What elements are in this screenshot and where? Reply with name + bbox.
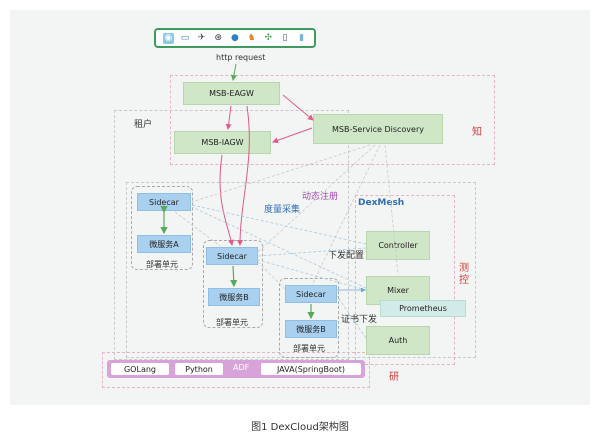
golang-chip: GOLang: [111, 363, 169, 375]
dexmesh-label: DexMesh: [358, 198, 405, 208]
drone-icon: ✈: [197, 32, 206, 43]
iagw-box: MSB-IAGW: [174, 131, 271, 154]
sidecar-a: Sidecar: [137, 193, 191, 211]
zhi-label: 知: [472, 127, 482, 138]
camera-icon: ◉: [162, 32, 174, 44]
service-b1: 微服务B: [208, 288, 260, 306]
globe-icon: ●: [231, 32, 239, 43]
service-b2: 微服务B: [285, 320, 337, 338]
deploy-unit-a-caption: 部署单元: [146, 260, 178, 269]
figure-caption: 图1 DexCloud架构图: [251, 422, 349, 433]
config-push-label: 下发配置: [328, 251, 365, 261]
sidecar-b1: Sidecar: [206, 247, 258, 265]
eagw-box: MSB-EAGW: [183, 82, 280, 105]
steering-wheel-icon: ⊛: [214, 32, 223, 43]
metrics-collect-label: 度量采集: [264, 205, 301, 215]
service-a: 微服务A: [137, 235, 191, 253]
tenant-label: 租户: [134, 120, 153, 130]
controller-box: Controller: [366, 231, 430, 260]
kong-label: 控: [459, 275, 469, 286]
adf-label: ADF: [233, 363, 250, 372]
service-discovery-box: MSB-Service Discovery: [313, 114, 443, 144]
monitor-icon: ▭: [180, 32, 190, 43]
tablet-icon: ▮: [299, 32, 305, 43]
deploy-unit-b2-caption: 部署单元: [293, 344, 325, 353]
phone-icon: ▯: [282, 32, 288, 43]
http-request-label: http request: [216, 53, 266, 62]
sidecar-b2: Sidecar: [285, 285, 337, 303]
robot-arm-icon: ♞: [247, 32, 256, 43]
plant-icon: ✣: [264, 32, 273, 43]
adf-bar: GOLang Python ADF JAVA(SpringBoot): [107, 360, 365, 378]
device-icon-bar: ◉ ▭ ✈ ⊛ ● ♞ ✣ ▯ ▮: [154, 28, 316, 48]
deploy-unit-b1-caption: 部署单元: [216, 318, 248, 327]
prometheus-box: Prometheus: [380, 300, 466, 317]
ce-label: 测: [459, 263, 469, 274]
auth-box: Auth: [366, 326, 430, 355]
java-chip: JAVA(SpringBoot): [261, 363, 361, 375]
dev-region: [102, 352, 370, 388]
python-chip: Python: [175, 363, 223, 375]
dynamic-register-label: 动态注册: [302, 192, 339, 202]
cert-push-label: 证书下发: [341, 315, 378, 325]
yan-label: 研: [389, 372, 399, 383]
